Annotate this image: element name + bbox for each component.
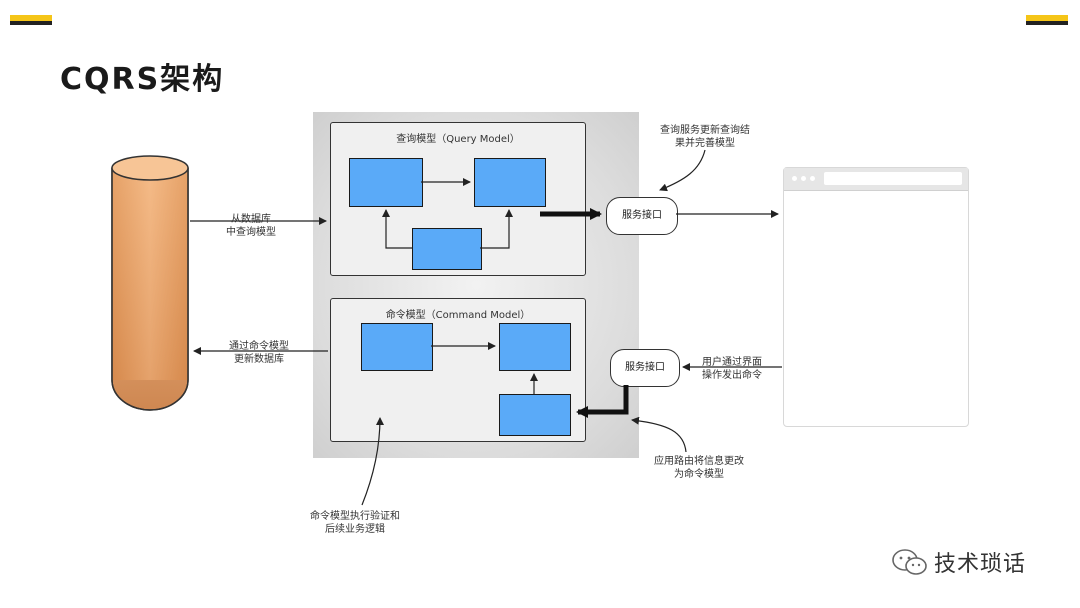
query-model-title: 查询模型（Query Model） <box>396 134 520 145</box>
annotation-db-read: 从数据库 中查询模型 <box>226 214 276 238</box>
window-dot-icon <box>792 176 797 181</box>
annotation-db-write: 通过命令模型 更新数据库 <box>229 341 289 365</box>
command-component-3 <box>499 394 571 436</box>
annotation-route-command: 应用路由将信息更改 为命令模型 <box>654 456 744 480</box>
database-icon <box>111 155 189 411</box>
window-dot-icon <box>810 176 815 181</box>
wechat-icon <box>892 549 927 575</box>
query-component-3 <box>412 228 482 270</box>
command-component-1 <box>361 323 433 371</box>
corner-decoration-right <box>1026 15 1068 25</box>
command-model-title: 命令模型（Command Model） <box>385 310 531 321</box>
brand-watermark: 技术琐话 <box>890 546 1026 578</box>
query-service-interface: 服务接口 <box>606 197 678 235</box>
annotation-command-validate: 命令模型执行验证和 后续业务逻辑 <box>310 511 400 535</box>
query-component-2 <box>474 158 546 207</box>
address-bar <box>824 172 962 185</box>
command-component-2 <box>499 323 571 371</box>
slide-title: CQRS架构 <box>60 62 225 97</box>
browser-toolbar <box>784 168 968 191</box>
command-service-interface: 服务接口 <box>610 349 680 387</box>
corner-decoration-left <box>10 15 52 25</box>
annotation-user-command: 用户通过界面 操作发出命令 <box>702 357 762 381</box>
window-dot-icon <box>801 176 806 181</box>
browser-window <box>783 167 969 427</box>
annotation-query-update: 查询服务更新查询结 果并完善模型 <box>660 125 750 149</box>
brand-text: 技术琐话 <box>934 552 1027 577</box>
